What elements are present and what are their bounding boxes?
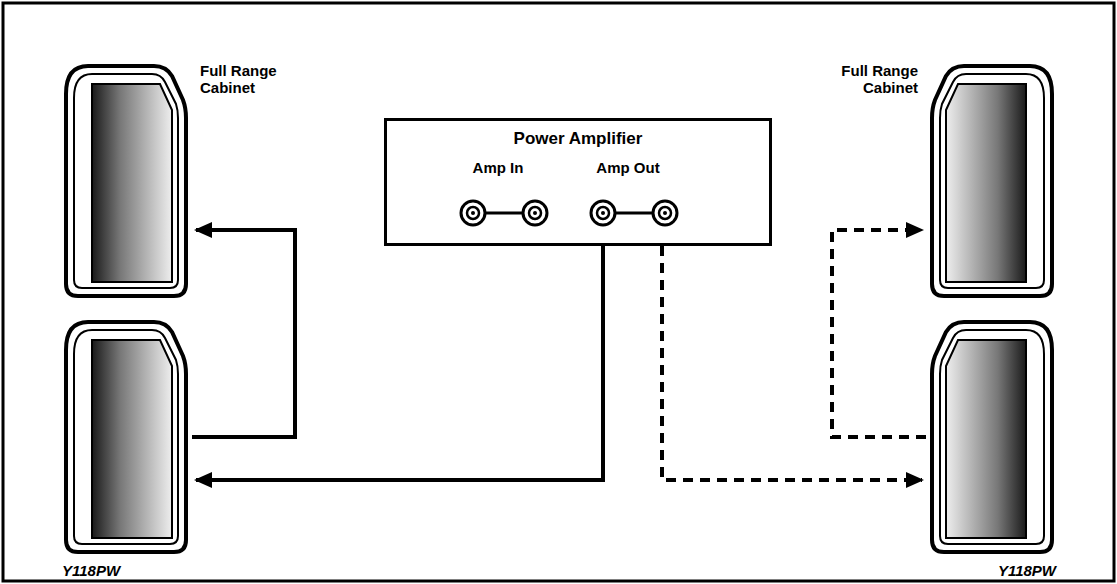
- dashed-speaker-cable: [832, 230, 926, 437]
- device-title: Power Amplifier: [387, 129, 769, 149]
- speaker-cabinet: Full Range Cabinet: [62, 60, 190, 300]
- speaker-cabinet: Y118PW: [928, 316, 1056, 556]
- speaker-cabinet: [62, 316, 190, 556]
- model-label: Y118PW: [62, 562, 182, 579]
- speaker-cabinet: Full Range Cabinet: [928, 60, 1056, 300]
- speaker-cable: [196, 246, 603, 480]
- jack-label: Amp Out: [573, 159, 683, 176]
- dashed-speaker-cable: [662, 246, 922, 480]
- model-label: Y118PW: [936, 562, 1056, 579]
- speaker-cabinet: [62, 60, 190, 300]
- speaker-cabinet: [928, 316, 1056, 556]
- cabinet-label: Full Range Cabinet: [838, 62, 918, 97]
- frame-rect: [3, 3, 1114, 581]
- amplifier-box: Power AmplifierAmp In Amp Out: [384, 118, 772, 246]
- speaker-cabinet: [928, 60, 1056, 300]
- speaker-cabinet: Y118PW: [62, 316, 190, 556]
- cabinet-label: Full Range Cabinet: [200, 62, 280, 97]
- jack-label: Amp In: [443, 159, 553, 176]
- speaker-cable: [192, 230, 295, 437]
